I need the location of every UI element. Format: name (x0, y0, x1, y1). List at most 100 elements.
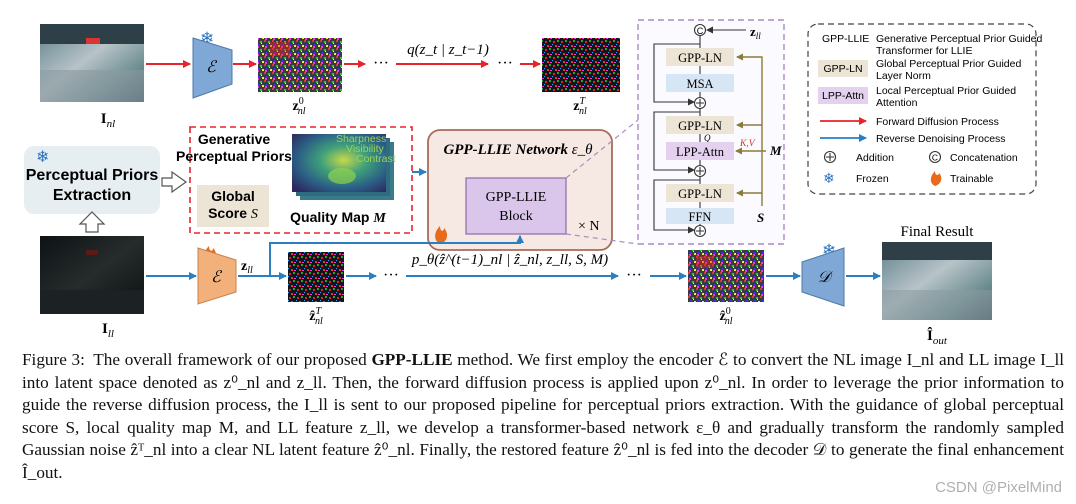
zll-to-network-arrow (238, 235, 524, 277)
global-score-label-2: Score S (208, 205, 258, 222)
s-prior-path (736, 53, 763, 206)
add-node-3-plus (696, 227, 704, 235)
legend-text-gppln-1: Global Perceptual Prior Guided (876, 58, 1021, 70)
ll-image (40, 236, 144, 314)
up-hollow-arrow (78, 211, 106, 233)
zll-label: zll (241, 259, 253, 276)
detail-msa-label: MSA (686, 77, 713, 91)
concat-symbol: C (697, 26, 704, 36)
legend-key-gppln: GPP-LN (823, 63, 862, 75)
add-node-2-plus (696, 167, 704, 175)
detail-connector-top (565, 119, 639, 179)
legend-text-addition: Addition (856, 152, 894, 164)
figure-caption: Figure 3: The overall framework of our p… (22, 349, 1064, 485)
legend-text-lppattn-2: Attention (876, 97, 918, 109)
detail-gpp-ln-2 (666, 116, 734, 134)
detail-m-label: M (769, 143, 782, 158)
decoder (801, 247, 845, 307)
reverse-process-label: p_θ(ẑ^(t−1)_nl | ẑ_nl, z_ll, S, M) (411, 252, 608, 268)
z0-hat-feature-image (688, 250, 764, 302)
legend-text-reverse: Reverse Denoising Process (876, 133, 1006, 145)
quality-map-label: Quality Map M (290, 209, 386, 226)
legend-text-lppattn-1: Local Perceptual Prior Guided (876, 85, 1016, 97)
top-ellipsis-2: ··· (497, 55, 513, 72)
legend-text-trainable: Trainable (950, 173, 994, 185)
block-repeat: × N (578, 219, 600, 234)
detail-msa (666, 74, 734, 92)
z0-feature-image (258, 38, 342, 92)
flame-icon (930, 171, 942, 186)
detail-ffn-label: FFN (689, 210, 712, 224)
final-result-label: Final Result (901, 224, 975, 240)
zT-noise-image (542, 38, 620, 92)
quality-attr-visibility: Visibility (346, 143, 384, 155)
nl-image (40, 24, 144, 102)
ll-image-label: Ill (102, 321, 114, 340)
legend-concat-icon (928, 150, 942, 164)
global-score-box (197, 185, 269, 227)
caption-figure-label: Figure 3: (22, 350, 85, 369)
detail-q-label: Q (704, 133, 711, 143)
caption-text-before: The overall framework of our proposed (93, 350, 367, 369)
network-title: GPP-LLIE Network ε_θ (443, 142, 593, 158)
right-hollow-arrow (161, 170, 188, 194)
residual-3 (653, 179, 700, 234)
bottom-ellipsis-1: ··· (383, 267, 399, 284)
residual-1 (653, 43, 700, 106)
legend-text-gppllie-1: Generative Perceptual Prior Guided (876, 33, 1042, 45)
detail-s-label: S (757, 210, 764, 225)
detail-ffn (666, 208, 734, 224)
global-score-label-1: Global (211, 188, 255, 204)
out-label: Îout (927, 327, 948, 345)
detail-gpp-ln-1 (666, 48, 734, 66)
detail-gpp-ln-3-label: GPP-LN (678, 187, 722, 201)
legend-text-gppln-2: Layer Norm (876, 70, 931, 82)
block-label-2: Block (499, 209, 532, 224)
detail-gpp-ln-1-label: GPP-LN (678, 51, 722, 65)
perceptual-priors-label-line1: Perceptual Priors (26, 167, 159, 184)
detail-kv-label: K,V (739, 139, 756, 149)
gen-priors-title-line2: Perceptual Priors (176, 148, 292, 164)
gpp-llie-block (465, 177, 567, 235)
detail-lpp-attn (666, 142, 734, 160)
quality-attr-contrast: Contrast (356, 153, 396, 165)
snowflake-icon: ❄ (823, 170, 835, 186)
perceptual-priors-label-line2: Extraction (53, 187, 131, 204)
quality-attr-sharpness: Sharpness (336, 133, 386, 145)
zT-hat-noise-image (288, 252, 344, 302)
detail-gpp-ln-2-label: GPP-LN (678, 119, 722, 133)
legend-text-gppllie-2: Transformer for LLIE (876, 45, 972, 57)
residual-2 (653, 111, 700, 174)
detail-zll-label: zll (750, 24, 761, 41)
detail-gpp-ln-3 (666, 184, 734, 202)
detail-connector-bottom (565, 233, 639, 245)
nl-encoder (192, 37, 233, 99)
legend-concat-glyph: C (932, 153, 938, 163)
legend-key-lppattn: LPP-Attn (822, 90, 864, 102)
bottom-ellipsis-2: ··· (626, 267, 642, 284)
legend-key-gppllie: GPP-LLIE (822, 33, 869, 45)
generative-priors-dashed-box (189, 126, 413, 234)
nl-encoder-symbol: ℰ (206, 59, 218, 76)
legend-text-frozen: Frozen (856, 173, 889, 185)
legend-addition-plus (826, 153, 834, 161)
svg-text:❄: ❄ (823, 170, 835, 186)
detail-lpp-attn-label: LPP-Attn (676, 145, 725, 159)
ll-encoder-symbol: ℰ (211, 269, 223, 286)
legend-text-forward: Forward Diffusion Process (876, 116, 999, 128)
caption-text-after: method. We first employ the encoder ℰ to… (22, 350, 1065, 482)
add-node-1-plus (696, 99, 704, 107)
concat-node (693, 23, 707, 37)
top-ellipsis-1: ··· (373, 55, 389, 72)
legend-lpp-swatch (818, 87, 868, 104)
gen-priors-title-line1: Generative (198, 131, 271, 147)
flame-icon (435, 226, 448, 244)
ll-encoder (197, 247, 237, 305)
svg-text:❄: ❄ (36, 149, 49, 166)
perceptual-priors-box (24, 146, 160, 214)
legend-text-concatenation: Concatenation (950, 152, 1018, 164)
forward-process-label: q(z_t | z_t−1) (407, 42, 489, 58)
